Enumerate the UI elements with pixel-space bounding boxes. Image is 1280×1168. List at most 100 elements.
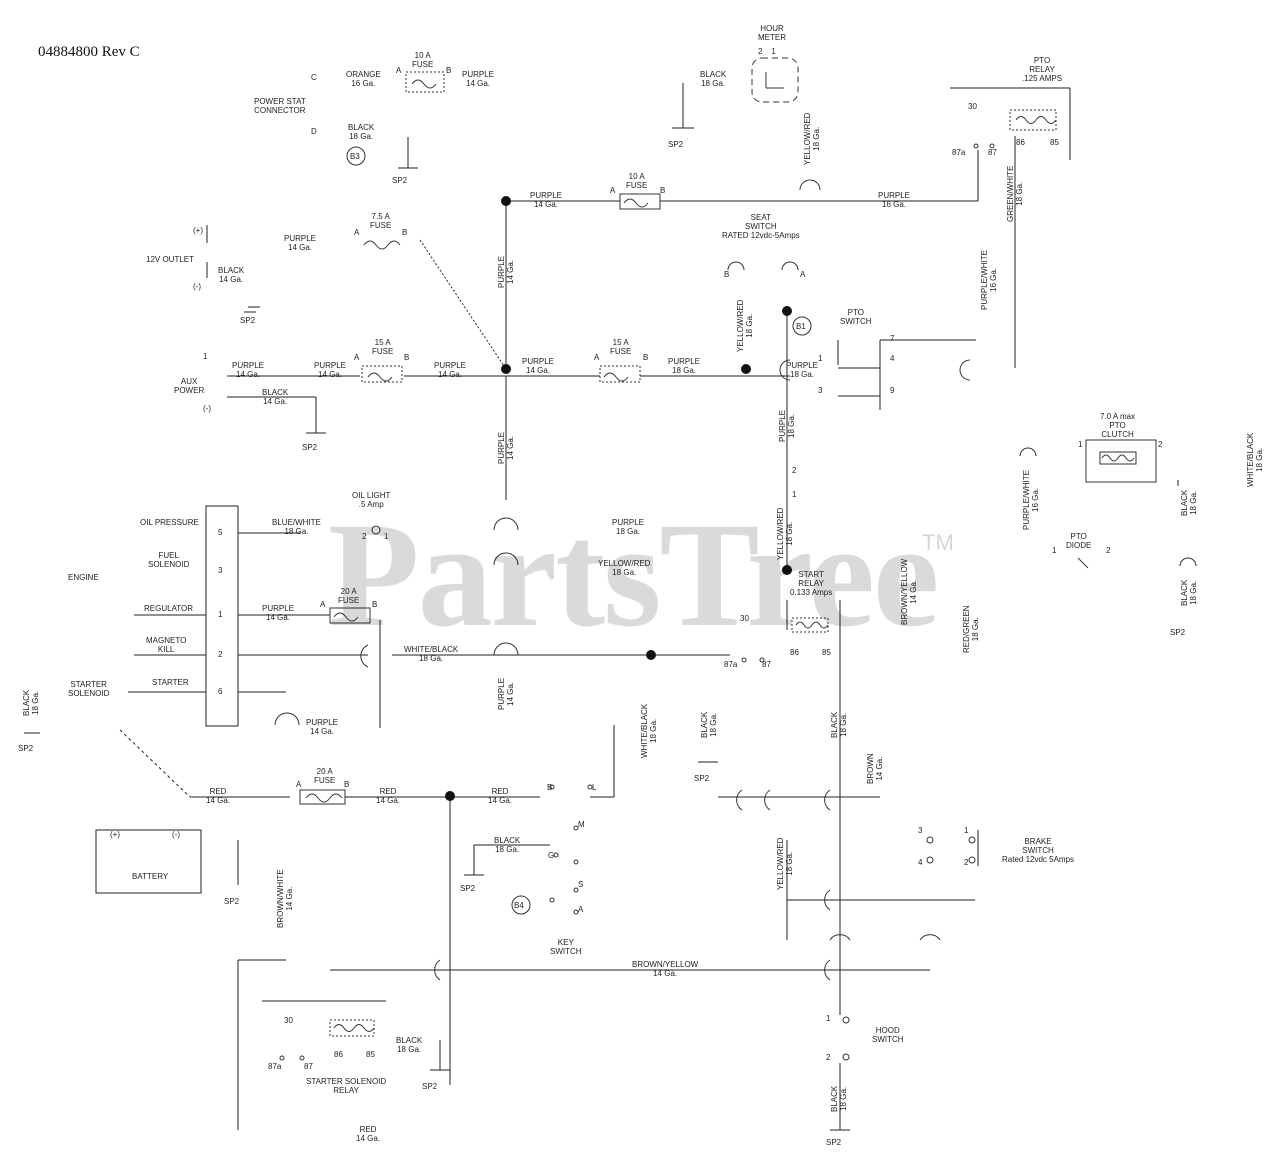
label-blue-white-18: BLUE/WHITE 18 Ga.	[272, 518, 321, 536]
label-black-18-ss: BLACK 18 Ga.	[396, 1036, 423, 1054]
label-red-green-18: RED/GREEN 18 Ga.	[962, 605, 980, 653]
label-purple-14-node: PURPLE 14 Ga.	[522, 357, 555, 375]
label-fuse-7-5a: 7.5 A FUSE	[370, 212, 392, 230]
label-a5: A	[594, 353, 600, 362]
label-a6: A	[320, 600, 326, 609]
label-sp2-key: SP2	[694, 774, 710, 783]
label-diode-pin1: 1	[1052, 546, 1057, 555]
label-bat-plus: (+)	[110, 830, 120, 839]
label-key-l: L	[592, 783, 597, 792]
label-brown-yellow-14: BROWN/YELLOW 14 Ga.	[632, 960, 699, 978]
label-brown-yellow-14-vert: BROWN/YELLOW 14 Ga.	[900, 558, 918, 625]
label-engine-pin1: 1	[218, 610, 223, 619]
label-purple-18-pto: PURPLE 18 Ga.	[786, 361, 819, 379]
label-relay-87: 87	[988, 148, 997, 157]
label-d: D	[311, 127, 317, 136]
label-red-14-bottom: RED 14 Ga.	[356, 1125, 381, 1143]
junction-dot	[501, 196, 511, 206]
label-ss-87: 87	[304, 1062, 313, 1071]
label-sr-30: 30	[740, 614, 749, 623]
label-battery: BATTERY	[132, 872, 169, 881]
label-white-black-18: WHITE/BLACK 18 Ga.	[404, 645, 459, 663]
label-sp2-right: SP2	[1170, 628, 1186, 637]
label-ss-86: 86	[334, 1050, 343, 1059]
label-a7: A	[296, 780, 302, 789]
label-pto-switch: PTO SWITCH	[840, 308, 872, 326]
label-purple-14-aux: PURPLE 14 Ga.	[232, 361, 265, 379]
label-engine-pin2: 2	[218, 650, 223, 659]
label-b3: B	[402, 228, 408, 237]
label-oil-pressure: OIL PRESSURE	[140, 518, 199, 527]
label-brake-switch: BRAKE SWITCH Rated 12vdc 5Amps	[1002, 837, 1075, 864]
label-sp2-ss: SP2	[422, 1082, 438, 1091]
label-engine-pin6: 6	[218, 687, 223, 696]
label-black-18-ks: BLACK 18 Ga.	[494, 836, 521, 854]
label-a2: A	[610, 186, 616, 195]
label-pto-pin7: 7	[890, 334, 895, 343]
label-fuse-15a-1: 15 A FUSE	[372, 338, 394, 356]
label-aux-minus: (-)	[203, 404, 211, 413]
junction-dot	[782, 565, 792, 575]
label-seat-b: B	[724, 270, 730, 279]
label-key-s: S	[578, 880, 584, 889]
label-purple-14-vert2: PURPLE 14 Ga.	[497, 431, 515, 464]
label-a: A	[396, 66, 402, 75]
label-purple-white-16-top: PURPLE/WHITE 16 Ga.	[980, 249, 998, 310]
label-b5: B	[643, 353, 649, 362]
label-hour-meter-pins: 2 1	[758, 47, 776, 56]
label-white-black-18-vert: WHITE/BLACK 18 Ga.	[640, 703, 658, 758]
label-pto-pin1: 1	[818, 354, 823, 363]
junction-dot	[646, 650, 656, 660]
junction-dot	[782, 306, 792, 316]
label-key-b: B	[547, 783, 553, 792]
label-purple-white-16: PURPLE/WHITE 16 Ga.	[1022, 469, 1040, 530]
label-12v-outlet: 12V OUTLET	[146, 255, 195, 264]
label-c: C	[311, 73, 317, 82]
badge-b4: B4	[514, 901, 524, 910]
label-fuse-20a-eng: 20 A FUSE	[338, 587, 360, 605]
label-b4: B	[404, 353, 410, 362]
badge-b3: B3	[350, 152, 360, 161]
badge-b1: B1	[796, 322, 806, 331]
label-relay-30: 30	[968, 102, 977, 111]
label-purple-14-aux2: PURPLE 14 Ga.	[314, 361, 347, 379]
label-purple-18-vert: PURPLE 18 Ga.	[778, 409, 796, 442]
label-sr-87a: 87a	[724, 660, 738, 669]
label-minus: (-)	[193, 282, 201, 291]
label-magneto-kill: MAGNETO KILL	[146, 636, 187, 654]
label-brake-pin4: 4	[918, 858, 923, 867]
label-yellow-red-18-seat: YELLOW/RED 18 Ga.	[736, 299, 754, 352]
label-black-14-outlet: BLACK 14 Ga.	[218, 266, 245, 284]
label-purple-18-mid: PURPLE 18 Ga.	[668, 357, 701, 375]
label-black-18-left: BLACK 18 Ga.	[22, 689, 40, 716]
label-b7: B	[344, 780, 350, 789]
label-ss-30: 30	[284, 1016, 293, 1025]
label-starter-solenoid-relay: STARTER SOLENOID RELAY	[306, 1077, 387, 1095]
label-key-m: M	[578, 820, 585, 829]
label-sp2-ks: SP2	[460, 884, 476, 893]
label-seat-switch: SEAT SWITCH RATED 12vdc-5Amps	[722, 213, 800, 240]
watermark-logo: PartsTree	[328, 492, 939, 658]
label-purple-14-vert: PURPLE 14 Ga.	[497, 255, 515, 288]
label-black-18-hm: BLACK 18 Ga.	[700, 70, 727, 88]
label-hood-switch: HOOD SWITCH	[872, 1026, 904, 1044]
label-fuse-10a-mid: 10 A FUSE	[626, 172, 648, 190]
label-pto-clutch: 7.0 A max PTO CLUTCH	[1100, 412, 1136, 439]
label-bat-minus: (-)	[172, 830, 180, 839]
label-black-18-start: BLACK 18 Ga.	[830, 711, 848, 738]
label-black-18-top: BLACK 18 Ga.	[348, 123, 375, 141]
label-black-18-right2: BLACK 18 Ga.	[1180, 579, 1198, 606]
label-relay-pin1: 1	[792, 490, 797, 499]
label-purple-14-line: PURPLE 14 Ga.	[530, 191, 563, 209]
label-fuse-15a-2: 15 A FUSE	[610, 338, 632, 356]
label-black-14-aux: BLACK 14 Ga.	[262, 388, 289, 406]
label-engine-pin3: 3	[218, 566, 223, 575]
label-sr-85: 85	[822, 648, 831, 657]
label-brake-pin3: 3	[918, 826, 923, 835]
label-starter-solenoid: STARTER SOLENOID	[68, 680, 110, 698]
label-ss-87a: 87a	[268, 1062, 282, 1071]
label-a4: A	[354, 353, 360, 362]
label-brake-pin2: 2	[964, 858, 969, 867]
